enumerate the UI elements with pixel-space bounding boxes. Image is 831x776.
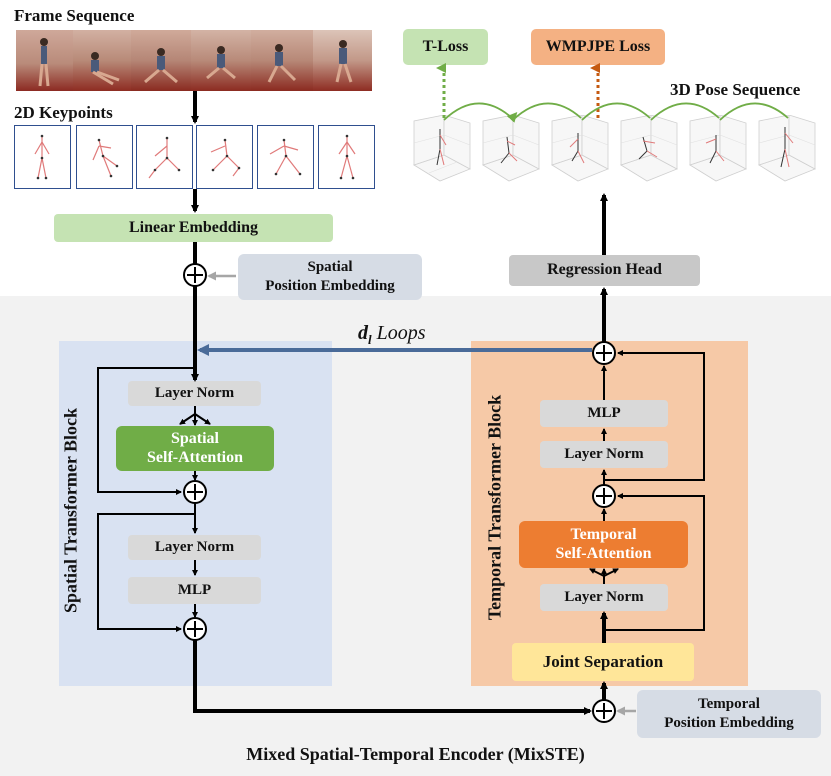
pose-3d-frame-4	[617, 114, 681, 187]
temporal-transformer-block	[471, 341, 748, 686]
temporal-pos-embed-line-2: Position Embedding	[664, 715, 794, 731]
frame-image-1	[16, 30, 73, 91]
spatial-self-attention-box: Spatial Self-Attention	[116, 426, 274, 471]
temporal-layer-norm-2: Layer Norm	[540, 584, 668, 611]
loops-text: Loops	[376, 322, 426, 344]
pose-3d-frame-5	[686, 114, 750, 187]
frame-image-3	[131, 30, 191, 91]
spatial-position-embedding-box: Spatial Position Embedding	[238, 254, 422, 300]
linear-embedding-box: Linear Embedding	[54, 214, 333, 242]
wmpjpe-loss-box: WMPJPE Loss	[531, 29, 665, 65]
temporal-layer-norm-1: Layer Norm	[540, 441, 668, 468]
keypoints-frame-3	[136, 125, 193, 189]
frame-image-5	[251, 30, 313, 91]
keypoints-frame-1	[14, 125, 71, 189]
frame-sequence-label: Frame Sequence	[14, 6, 135, 25]
pose-3d-frame-1	[410, 114, 474, 187]
pose-sequence-label: 3D Pose Sequence	[670, 80, 801, 99]
joint-separation-box: Joint Separation	[512, 643, 694, 681]
spatial-pos-embed-line-2: Position Embedding	[265, 278, 395, 294]
loops-d: d	[358, 322, 368, 344]
loops-label: dl Loops	[358, 322, 426, 348]
temporal-block-title: Temporal Transformer Block	[484, 394, 505, 621]
spatial-attention-line-2: Self-Attention	[147, 448, 243, 466]
frame-image-6	[313, 30, 372, 91]
frame-image-2	[73, 30, 131, 91]
spatial-block-title: Spatial Transformer Block	[60, 408, 81, 614]
temporal-attention-line-1: Temporal	[570, 526, 637, 544]
keypoints-frame-2	[76, 125, 133, 189]
spatial-mlp-box: MLP	[128, 577, 261, 604]
t-loss-box: T-Loss	[403, 29, 488, 65]
keypoints-frame-5	[257, 125, 314, 189]
caption: Mixed Spatial-Temporal Encoder (MixSTE)	[246, 744, 585, 764]
temporal-self-attention-box: Temporal Self-Attention	[519, 521, 688, 568]
keypoints-label: 2D Keypoints	[14, 103, 113, 122]
pose-3d-frame-6	[755, 114, 819, 187]
loops-sub: l	[368, 332, 372, 347]
spatial-layer-norm-1: Layer Norm	[128, 381, 261, 406]
spatial-layer-norm-2: Layer Norm	[128, 535, 261, 560]
temporal-pos-embed-line-1: Temporal	[698, 695, 760, 712]
temporal-mlp-box: MLP	[540, 400, 668, 427]
keypoints-frame-4	[196, 125, 253, 189]
keypoints-frame-6	[318, 125, 375, 189]
pose-3d-frame-3	[548, 114, 612, 187]
temporal-position-embedding-box: Temporal Position Embedding	[637, 690, 821, 738]
frame-image-4	[191, 30, 251, 91]
pose-3d-frame-2	[479, 114, 543, 187]
spatial-attention-line-1: Spatial	[170, 430, 219, 448]
regression-head-box: Regression Head	[509, 255, 700, 286]
spatial-pos-embed-line-1: Spatial	[307, 258, 353, 275]
temporal-attention-line-2: Self-Attention	[555, 544, 652, 562]
